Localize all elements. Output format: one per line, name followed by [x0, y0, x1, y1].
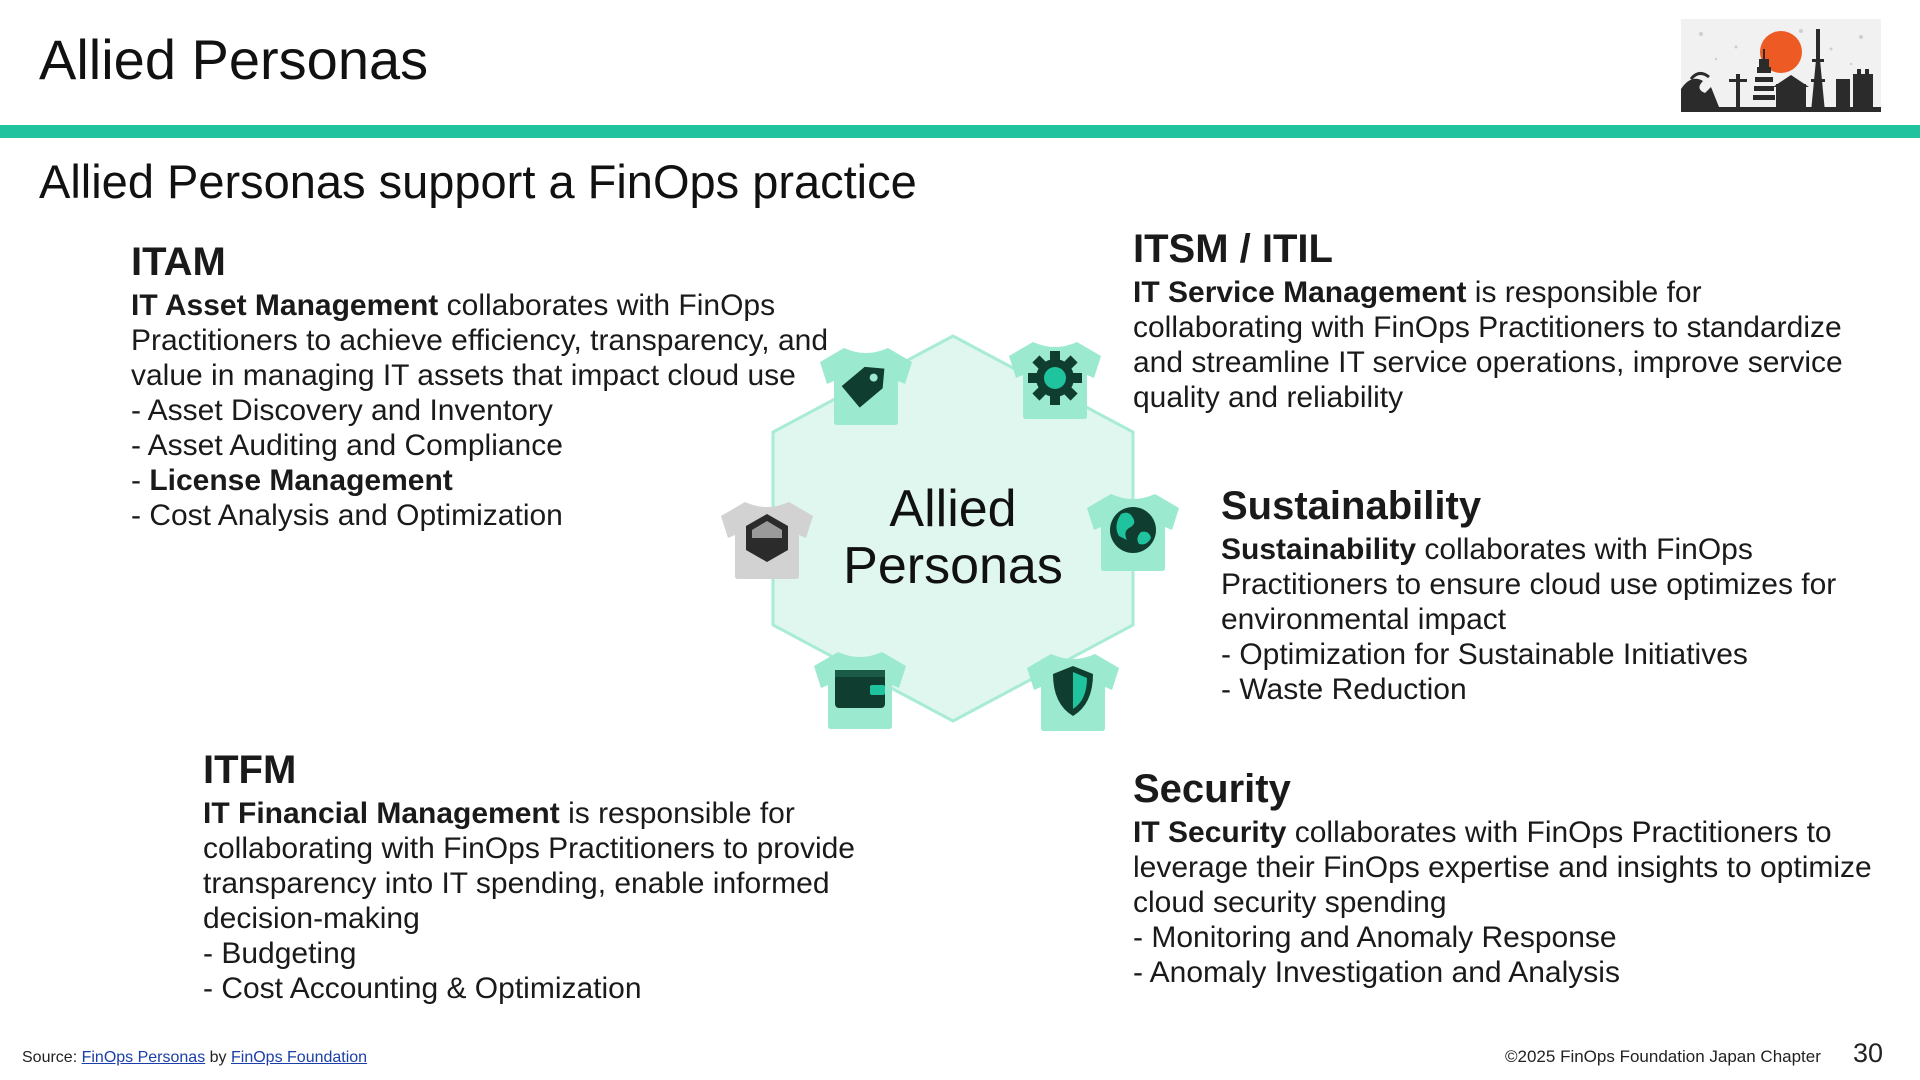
- list-item-bullet: -: [131, 394, 148, 427]
- itfm-description: IT Financial Management is responsible f…: [203, 796, 943, 936]
- price-tag-icon: [841, 366, 885, 408]
- itsm-body-bold: IT Service Management: [1133, 276, 1467, 309]
- list-item-bullet: -: [203, 937, 222, 970]
- itam-list: - Asset Discovery and Inventory- Asset A…: [131, 393, 831, 533]
- list-item-text: License Management: [149, 464, 453, 497]
- sustainability-description: Sustainability collaborates with FinOps …: [1221, 532, 1901, 637]
- security-body-rest: collaborates with FinOps Practitioners t…: [1133, 816, 1872, 919]
- list-item-bullet: -: [131, 429, 148, 462]
- itam-description: IT Asset Management collaborates with Fi…: [131, 288, 831, 393]
- itsm-section: ITSM / ITIL IT Service Management is res…: [1133, 227, 1873, 415]
- center-label-line2: Personas: [843, 537, 1063, 595]
- itfm-heading: ITFM: [203, 748, 297, 792]
- security-shirt: [1027, 654, 1119, 731]
- list-item: - Asset Auditing and Compliance: [131, 428, 831, 463]
- header-divider-bar: [0, 125, 1920, 138]
- page-number: 30: [1853, 1038, 1884, 1068]
- inactive-persona-shirt: [721, 502, 813, 579]
- itsm-heading: ITSM / ITIL: [1133, 227, 1333, 271]
- gear-icon: [1028, 351, 1082, 405]
- shield-icon: [1053, 666, 1093, 716]
- list-item-text: Monitoring and Anomaly Response: [1151, 921, 1617, 954]
- itfm-shirt: [814, 652, 906, 729]
- finops-foundation-link[interactable]: FinOps Foundation: [231, 1049, 368, 1066]
- list-item-text: Anomaly Investigation and Analysis: [1149, 956, 1620, 989]
- wallet-icon: [835, 670, 885, 708]
- list-item-bullet: -: [1221, 673, 1240, 706]
- list-item: - Cost Accounting & Optimization: [203, 971, 943, 1006]
- itam-heading: ITAM: [131, 240, 226, 284]
- itam-body-rest: collaborates with FinOps Practitioners t…: [131, 289, 829, 392]
- itam-section: ITAM IT Asset Management collaborates wi…: [131, 240, 831, 533]
- itfm-list: - Budgeting- Cost Accounting & Optimizat…: [203, 936, 943, 1006]
- itsm-body-rest: is responsible for collaborating with Fi…: [1133, 276, 1843, 414]
- list-item-text: Asset Auditing and Compliance: [147, 429, 563, 462]
- list-item-bullet: -: [131, 499, 150, 532]
- itam-shirt: [820, 348, 912, 425]
- security-list: - Monitoring and Anomaly Response- Anoma…: [1133, 920, 1873, 990]
- list-item: - Asset Discovery and Inventory: [131, 393, 831, 428]
- center-label-line1: Allied: [889, 480, 1016, 538]
- security-description: IT Security collaborates with FinOps Pra…: [1133, 815, 1873, 920]
- list-item-bullet: -: [131, 464, 150, 497]
- itfm-body-rest: is responsible for collaborating with Fi…: [203, 797, 855, 935]
- security-section: Security IT Security collaborates with F…: [1133, 767, 1873, 990]
- itsm-description: IT Service Management is responsible for…: [1133, 275, 1873, 415]
- list-item: - Cost Analysis and Optimization: [131, 498, 831, 533]
- itam-body-bold: IT Asset Management: [131, 289, 439, 322]
- list-item: - Waste Reduction: [1221, 672, 1901, 707]
- list-item-text: Asset Discovery and Inventory: [147, 394, 553, 427]
- security-heading: Security: [1133, 767, 1291, 811]
- list-item: - Monitoring and Anomaly Response: [1133, 920, 1873, 955]
- sustainability-heading: Sustainability: [1221, 484, 1482, 528]
- list-item-text: Budgeting: [221, 937, 357, 970]
- source-by: by: [205, 1049, 231, 1066]
- list-item: - Optimization for Sustainable Initiativ…: [1221, 637, 1901, 672]
- list-item-bullet: -: [1221, 638, 1240, 671]
- list-item: - Budgeting: [203, 936, 943, 971]
- itfm-section: ITFM IT Financial Management is responsi…: [203, 748, 943, 1006]
- list-item-text: Waste Reduction: [1239, 673, 1467, 706]
- source-prefix: Source:: [22, 1049, 82, 1066]
- footer-copyright: ©2025 FinOps Foundation Japan Chapter: [1505, 1047, 1821, 1066]
- sustainability-shirt: [1087, 494, 1179, 571]
- list-item-text: Cost Accounting & Optimization: [221, 972, 642, 1005]
- list-item-text: Cost Analysis and Optimization: [149, 499, 563, 532]
- security-body-bold: IT Security: [1133, 816, 1287, 849]
- list-item-bullet: -: [1133, 956, 1150, 989]
- list-item: - Anomaly Investigation and Analysis: [1133, 955, 1873, 990]
- sustainability-section: Sustainability Sustainability collaborat…: [1221, 484, 1901, 707]
- allied-personas-diagram: Allied Personas: [721, 334, 1179, 731]
- japan-skyline-logo: [1681, 19, 1881, 112]
- persona-hexagon: [771, 334, 1135, 723]
- finops-personas-link[interactable]: FinOps Personas: [81, 1049, 206, 1066]
- list-item: - License Management: [131, 463, 831, 498]
- itfm-body-bold: IT Financial Management: [203, 797, 560, 830]
- itsm-shirt: [1009, 342, 1101, 419]
- slide-title: Allied Personas: [39, 28, 429, 91]
- list-item-text: Optimization for Sustainable Initiatives: [1239, 638, 1748, 671]
- slide-subtitle: Allied Personas support a FinOps practic…: [39, 155, 917, 208]
- list-item-bullet: -: [203, 972, 222, 1005]
- sustainability-list: - Optimization for Sustainable Initiativ…: [1221, 637, 1901, 707]
- globe-icon: [1110, 507, 1156, 553]
- footer-source: Source: FinOps Personas by FinOps Founda…: [22, 1049, 367, 1067]
- hexagon-badge-icon: [746, 514, 788, 562]
- sustainability-body-bold: Sustainability: [1221, 533, 1417, 566]
- list-item-bullet: -: [1133, 921, 1152, 954]
- sustainability-body-rest: collaborates with FinOps Practitioners t…: [1221, 533, 1837, 636]
